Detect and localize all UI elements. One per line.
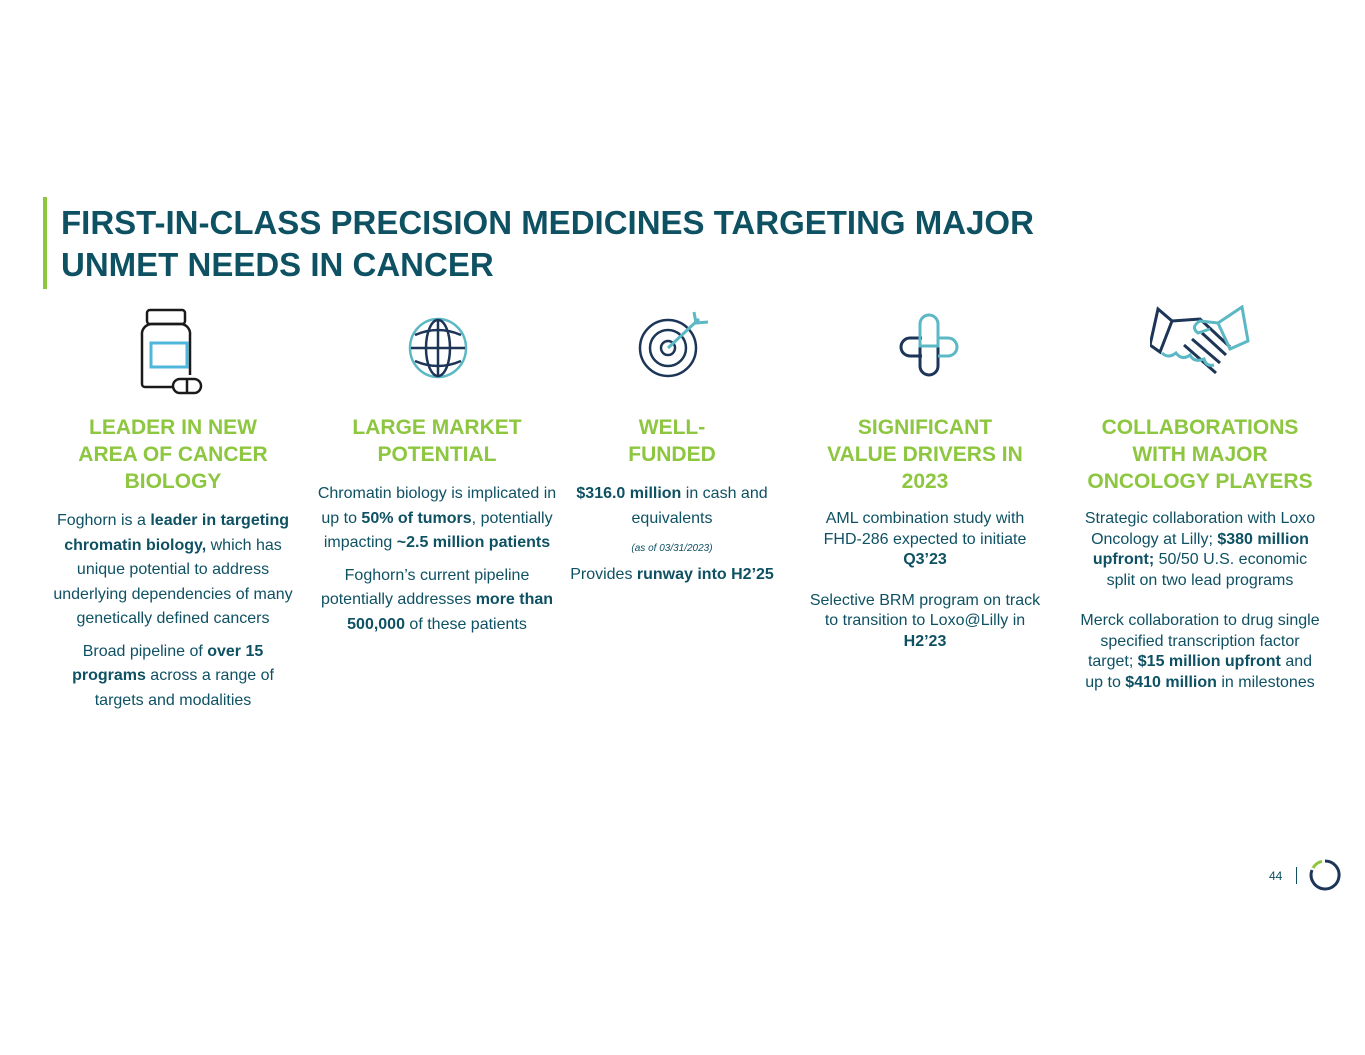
body-text: Broad pipeline of [82,642,208,660]
column-heading: LEADER IN NEW AREA OF CANCER BIOLOGY [53,414,293,495]
highlight-text: $316.0 million [576,485,682,502]
column-paragraph: Selective BRM program on track to transi… [805,591,1045,653]
title-accent-bar [43,197,47,289]
highlight-text: H2’23 [903,632,947,650]
body-text: Merck collaboration to drug single speci… [1080,612,1320,670]
highlight-text: leader in targeting chromatin biology, [64,512,290,554]
page-number: 44 [1269,869,1283,883]
heading-line: AREA OF CANCER [78,443,268,466]
heading-line: 2023 [901,470,949,493]
highlight-text: $15 million upfront [1137,653,1281,670]
title-line: FIRST-IN-CLASS PRECISION MEDICINES TARGE… [61,204,1034,241]
body-text: of these patients [404,615,527,633]
column-paragraph: Broad pipeline of over 15 programs acros… [53,640,293,714]
column-paragraph: Provides runway into H2’25 [552,563,792,588]
column-heading: COLLABORATIONS WITH MAJOR ONCOLOGY PLAYERS [1080,414,1320,495]
medical-cross-icon [899,313,959,377]
heading-line: VALUE DRIVERS IN [827,443,1023,466]
column-heading: SIGNIFICANT VALUE DRIVERS IN 2023 [805,414,1045,495]
heading-line: WELL- [638,416,706,439]
heading-line: LEADER IN NEW [89,416,257,439]
highlight-text: 50% of tumors [361,509,472,527]
column-paragraph: $316.0 million in cash and equivalents [552,482,792,531]
heading-line: SIGNIFICANT [857,416,993,439]
column-paragraph: Foghorn is a leader in targeting chromat… [53,509,293,632]
highlight-text: $410 million [1125,673,1217,691]
highlight-text: over 15 programs [72,642,264,685]
body-text: Chromatin biology is implicated in up to [317,485,557,527]
column-paragraph: Merck collaboration to drug single speci… [1080,611,1320,693]
heading-line: COLLABORATIONS [1101,416,1299,439]
highlight-text: ~2.5 million patients [396,534,551,551]
body-text: Foghorn’s current pipeline potentially a… [320,566,530,609]
heading-line: ONCOLOGY PLAYERS [1087,470,1313,493]
column-heading: LARGE MARKET POTENTIAL [317,414,557,468]
heading-line: LARGE MARKET [352,416,522,439]
heading-line: BIOLOGY [124,470,222,493]
body-text: Selective BRM program on track to transi… [809,591,1041,630]
heading-line: FUNDED [628,443,716,466]
page-title: FIRST-IN-CLASS PRECISION MEDICINES TARGE… [61,202,1034,286]
heading-line: POTENTIAL [377,443,497,466]
column-paragraph: AML combination study with FHD-286 expec… [805,509,1045,571]
column-paragraph: Chromatin biology is implicated in up to… [317,482,557,556]
logo-ring-icon [1309,859,1341,891]
column-paragraph: Foghorn’s current pipeline potentially a… [317,564,557,638]
column-globe: LARGE MARKET POTENTIAL Chromatin biology i… [317,414,557,645]
handshake-icon [1150,305,1250,375]
body-text: , potentially impacting [323,509,553,552]
body-text: across a range of targets and modalities [94,667,274,709]
column-paragraph: Strategic collaboration with Loxo Oncolo… [1080,509,1320,591]
body-text: Foghorn is a [56,512,151,529]
highlight-text: more than 500,000 [347,591,554,633]
target-icon [638,311,709,378]
column-heading: WELL- FUNDED [552,414,792,468]
column-medicine-bottle: LEADER IN NEW AREA OF CANCER BIOLOGY Foghor… [53,414,293,721]
body-text: in milestones [1216,673,1315,691]
body-text: in cash and equivalents [631,485,768,527]
highlight-text: runway into H2’25 [636,566,774,583]
body-text: AML combination study with FHD-286 expec… [823,510,1027,548]
body-text: Strategic collaboration with Loxo Oncolo… [1084,510,1316,548]
body-text: (as of 03/31/2023) [631,543,713,554]
body-text: 50/50 U.S. economic split on two lead pr… [1106,551,1308,589]
body-text: and up to [1085,653,1313,691]
heading-line: WITH MAJOR [1132,443,1268,466]
column-paragraph: (as of 03/31/2023) [552,539,792,559]
body-text: which has unique potential to address un… [53,536,293,628]
title-line: UNMET NEEDS IN CANCER [61,246,494,283]
highlight-text: $380 million upfront; [1092,530,1309,569]
column-handshake: COLLABORATIONS WITH MAJOR ONCOLOGY PLAYERS… [1080,414,1320,713]
body-text: Provides [570,566,637,583]
column-target: WELL- FUNDED $316.0 million in cash and eq… [552,414,792,596]
globe-icon [408,317,468,379]
highlight-text: Q3’23 [903,551,947,568]
medicine-bottle-icon [140,308,203,395]
divider [1296,867,1297,884]
